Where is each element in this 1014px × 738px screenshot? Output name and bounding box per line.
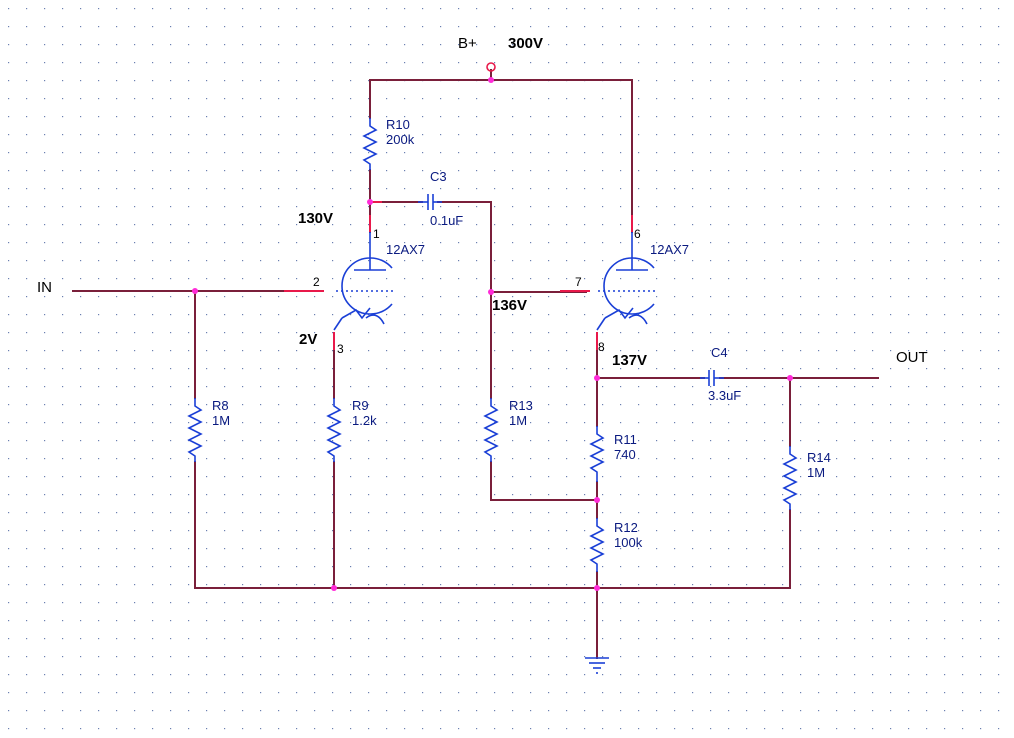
tube1-type-label: 12AX7 — [386, 242, 425, 257]
resistor-r14-icon — [782, 446, 798, 510]
supply-terminal-icon — [486, 62, 496, 72]
tube1-cathode-pin: 3 — [337, 342, 344, 356]
r14-value-label: 1M — [807, 465, 825, 480]
resistor-r10-icon — [362, 118, 378, 170]
tube1-plate-pin: 1 — [373, 227, 380, 241]
c4-value-label: 3.3uF — [708, 388, 741, 403]
c3-ref-label: C3 — [430, 169, 447, 184]
resistor-r13-icon — [483, 398, 499, 462]
r11-value-label: 740 — [614, 447, 636, 462]
r13-ref-label: R13 — [509, 398, 533, 413]
resistor-r11-icon — [589, 426, 605, 482]
tube2-cathode-pin: 8 — [598, 340, 605, 354]
r13-value-label: 1M — [509, 413, 527, 428]
plate1-voltage-label: 130V — [298, 210, 333, 227]
output-port-label: OUT — [896, 349, 928, 366]
resistor-r9-icon — [326, 398, 342, 462]
wires — [72, 69, 879, 659]
cathode2-voltage-label: 137V — [612, 352, 647, 369]
input-port-label: IN — [37, 279, 52, 296]
capacitor-c3-icon — [418, 194, 442, 210]
r8-ref-label: R8 — [212, 398, 229, 413]
r10-ref-label: R10 — [386, 117, 410, 132]
r9-ref-label: R9 — [352, 398, 369, 413]
r11-ref-label: R11 — [614, 432, 637, 447]
ground-icon — [585, 657, 609, 674]
tube1-grid-pin: 2 — [313, 275, 320, 289]
resistor-r8-icon — [187, 398, 203, 462]
supply-voltage-label: 300V — [508, 35, 543, 52]
triode-2-icon — [596, 232, 656, 331]
grid2-voltage-label: 136V — [492, 297, 527, 314]
c3-value-label: 0.1uF — [430, 213, 463, 228]
r9-value-label: 1.2k — [352, 413, 377, 428]
pin-stubs — [284, 201, 633, 350]
supply-name-label: B+ — [458, 35, 477, 52]
capacitor-c4-icon — [700, 370, 724, 386]
junction-dots — [192, 77, 793, 591]
c4-ref-label: C4 — [711, 345, 728, 360]
r8-value-label: 1M — [212, 413, 230, 428]
tube2-plate-pin: 6 — [634, 227, 641, 241]
tube2-grid-pin: 7 — [575, 275, 582, 289]
r12-ref-label: R12 — [614, 520, 638, 535]
cathode1-voltage-label: 2V — [299, 331, 317, 348]
r14-ref-label: R14 — [807, 450, 831, 465]
resistor-r12-icon — [589, 518, 605, 572]
r10-value-label: 200k — [386, 132, 415, 147]
triode-1-icon — [333, 232, 394, 331]
r12-value-label: 100k — [614, 535, 643, 550]
tube2-type-label: 12AX7 — [650, 242, 689, 257]
